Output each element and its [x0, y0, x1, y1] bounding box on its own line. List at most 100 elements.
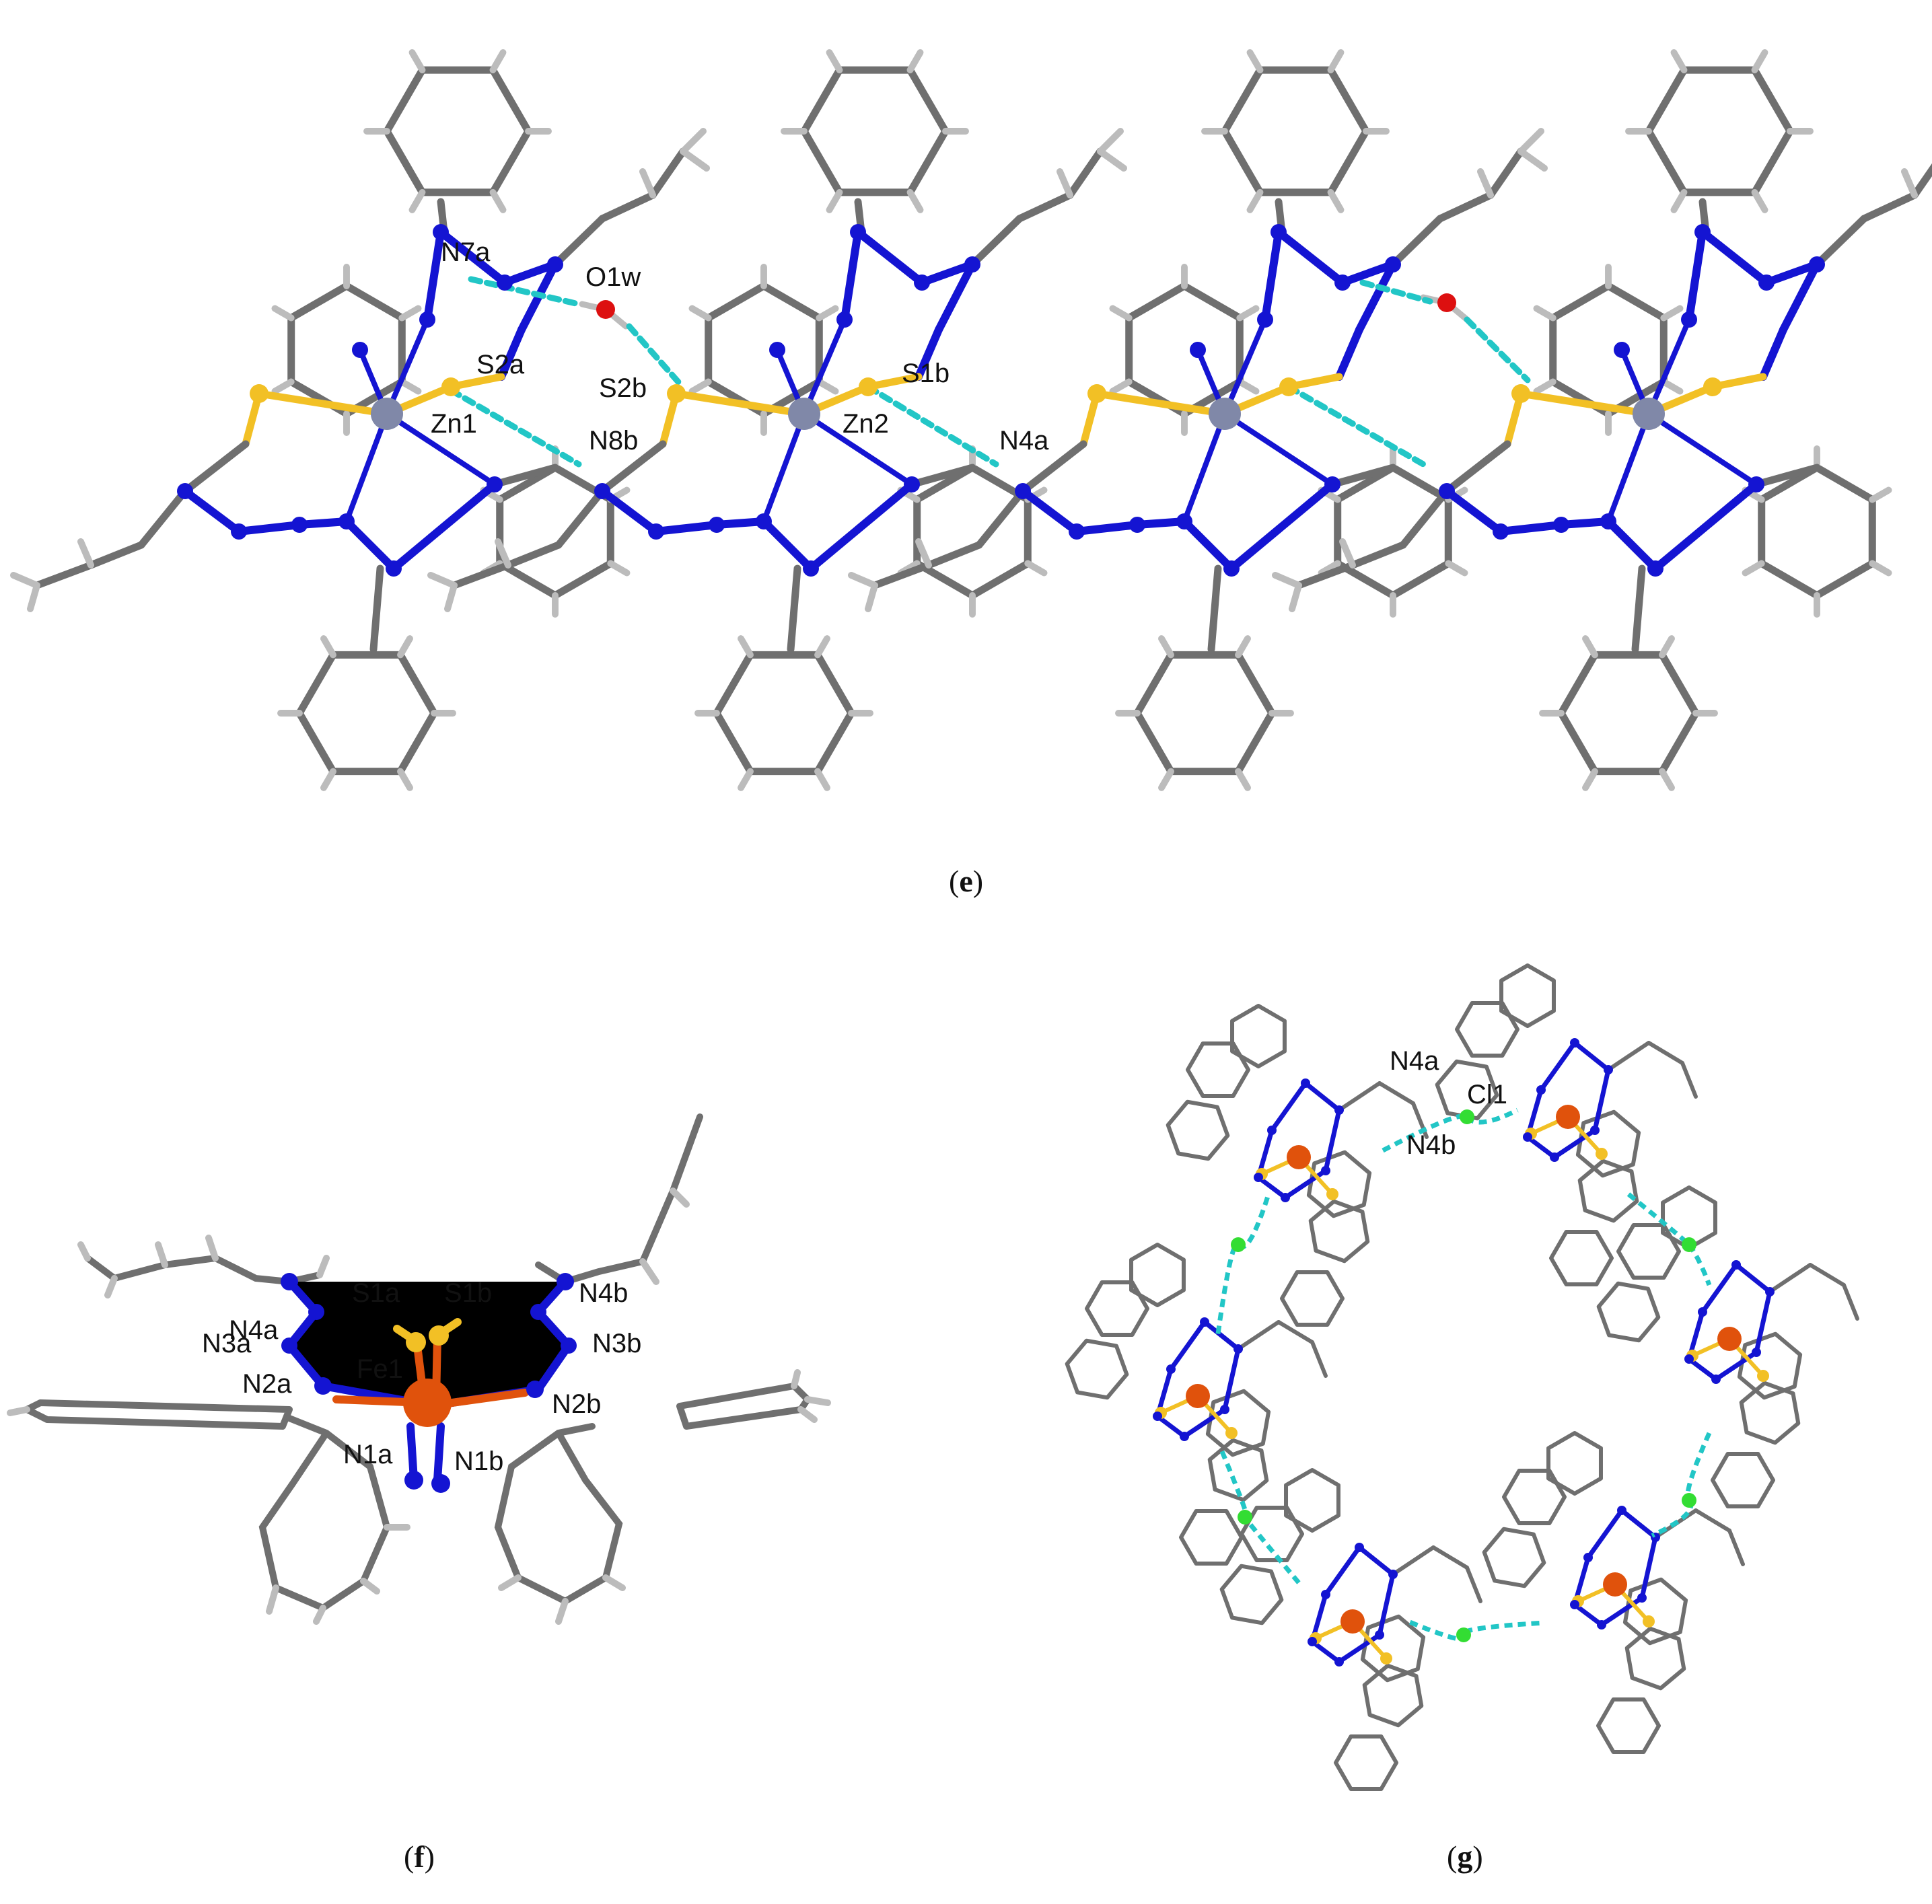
nitrogen-atom: [547, 256, 563, 272]
hydrogen-bond-dash: [1464, 316, 1531, 383]
zn-n-bond: [801, 317, 847, 416]
ethyl-bond: [1727, 1529, 1745, 1566]
h-bond-stub: [1158, 635, 1174, 659]
nitrogen-atom: [1069, 523, 1085, 540]
iron-atom: [1186, 1384, 1210, 1408]
pyridine-ring: [1622, 1577, 1688, 1646]
n-bond: [1619, 1508, 1658, 1540]
ethyl-bond: [1399, 487, 1451, 549]
ethyl-bond: [1910, 163, 1932, 199]
nitrogen-atom: [803, 560, 819, 577]
n-bond: [1572, 1602, 1604, 1627]
ethyl-bond: [649, 147, 687, 199]
nitrogen-atom: [1758, 274, 1775, 291]
c-c-bond: [1752, 464, 1821, 488]
n-bond: [1357, 1545, 1396, 1577]
panel-e-atoms: [177, 224, 1825, 577]
c-n-bond: [598, 440, 667, 495]
n-bond: [1323, 1545, 1362, 1597]
h-bond-stub: [1582, 768, 1598, 791]
h-bond-stub: [320, 635, 336, 659]
ethyl-bond: [1842, 1283, 1859, 1321]
label-n4b-g: N4b: [1406, 1130, 1456, 1160]
panel-f-caption: (f): [404, 1839, 435, 1874]
h-bond-stub: [1327, 188, 1345, 213]
h-bond-stub: [1236, 378, 1260, 395]
lower-phenyl-ring: [1133, 651, 1276, 776]
chloride-ion: [1682, 1493, 1696, 1508]
n-bond: [1733, 1262, 1773, 1294]
hydrogen-bond-dash: [448, 387, 582, 468]
nitrogen-atom: [1637, 1593, 1647, 1603]
n-bond: [1572, 1040, 1611, 1072]
n-bond: [1335, 326, 1363, 381]
label-n3a: N3a: [202, 1329, 252, 1358]
h-bond-stub: [320, 768, 336, 791]
phenyl-ring: [1455, 1001, 1519, 1058]
n-bond: [1759, 326, 1787, 381]
iron-atom: [1556, 1105, 1580, 1129]
nitrogen-atom: [1748, 476, 1764, 492]
nitrogen-atom: [1281, 1193, 1290, 1202]
h-bond-stub: [814, 768, 830, 791]
ethyl-bond: [1337, 1081, 1382, 1112]
label-n8b: N8b: [589, 426, 638, 455]
c-c-bond: [369, 564, 384, 653]
phenyl-ring: [1334, 1734, 1398, 1791]
phenyl-ring: [1616, 1223, 1681, 1280]
n-bond: [1700, 1262, 1739, 1315]
nitrogen-atom: [1388, 1570, 1398, 1579]
pyridine-ring: [1065, 1338, 1129, 1400]
label-n4b-f: N4b: [579, 1278, 628, 1308]
nitrogen-atom: [487, 476, 503, 492]
h-bond-stub: [397, 635, 413, 659]
nitrogen-atom: [709, 517, 725, 533]
zn-complex-atoms: [1015, 224, 1401, 577]
ethyl-bond: [1015, 191, 1074, 223]
phenyl-ring: [1085, 1280, 1149, 1337]
c-n-bond: [181, 440, 250, 495]
ethyl-bond: [871, 561, 933, 589]
zn-n-bond: [1606, 411, 1651, 524]
pyridine-ring: [1166, 1099, 1230, 1161]
nitrogen-atom: [231, 523, 247, 540]
n-bond: [1073, 521, 1141, 536]
nitrogen-atom: [594, 483, 610, 499]
nitrogen-atom: [1570, 1600, 1579, 1609]
label-s2a: S2a: [476, 350, 525, 379]
pyridine-ring-left: [1125, 282, 1244, 418]
zn-n-bond: [384, 411, 497, 487]
n-bond: [390, 480, 499, 573]
h-bond-stub: [1246, 49, 1264, 74]
nitrogen-atom: [1617, 1506, 1626, 1515]
h-bond-stub: [1533, 378, 1557, 395]
nitrogen-atom: [904, 476, 920, 492]
zn-n-bond: [1182, 411, 1227, 524]
ethyl-bond: [137, 487, 189, 549]
label-fe1: Fe1: [357, 1354, 403, 1384]
h-bond-stub: [271, 305, 295, 322]
nitrogen-atom: [1334, 1657, 1344, 1667]
nitrogen-atom: [352, 342, 368, 358]
nitrogen-atom: [1684, 1354, 1694, 1364]
zn-complex-atoms: [177, 224, 563, 577]
nitrogen-atom: [964, 256, 980, 272]
pyridine-ring: [1482, 1527, 1546, 1588]
fe-complex-unit: [1596, 1185, 1859, 1508]
label-n1a: N1a: [343, 1440, 393, 1469]
pyridine-ring: [496, 464, 614, 599]
n-bond: [1599, 1595, 1645, 1627]
panel-g: N4a Cl1 N4b (g): [1065, 963, 1859, 1874]
pyridine-ring-left: [1549, 282, 1668, 418]
c-c-bond: [1328, 464, 1397, 488]
pyridine-ring: [1205, 1389, 1271, 1457]
nitrogen-atom: [850, 224, 866, 240]
pyridine-ring: [1737, 1331, 1803, 1400]
h-bond-stub: [1057, 168, 1073, 198]
h-bond-stub: [397, 768, 413, 791]
label-cl1: Cl1: [1467, 1080, 1507, 1109]
ethyl-bond: [33, 561, 95, 589]
nitrogen-atom: [1308, 1637, 1317, 1646]
ethyl-bond: [1465, 1566, 1482, 1603]
n-bond: [598, 487, 660, 536]
